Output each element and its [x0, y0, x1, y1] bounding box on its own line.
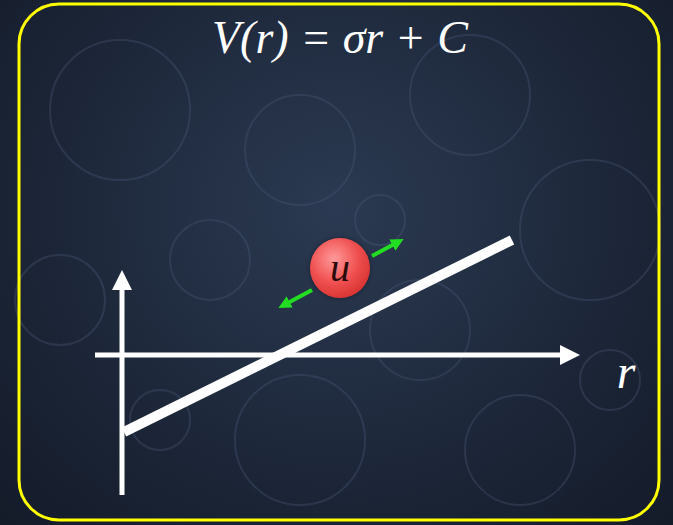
r-axis: [95, 353, 570, 358]
particle-label: u: [330, 248, 350, 288]
motion-arrow: [372, 242, 398, 256]
fractal-pattern: [15, 35, 660, 505]
formula-label: V(r) = σr + C: [212, 15, 468, 61]
v-axis: [120, 280, 125, 495]
motion-arrow: [284, 290, 312, 305]
axis-label: r: [617, 348, 636, 396]
particle-circle: u: [310, 238, 370, 298]
frame-border: [19, 4, 659, 520]
